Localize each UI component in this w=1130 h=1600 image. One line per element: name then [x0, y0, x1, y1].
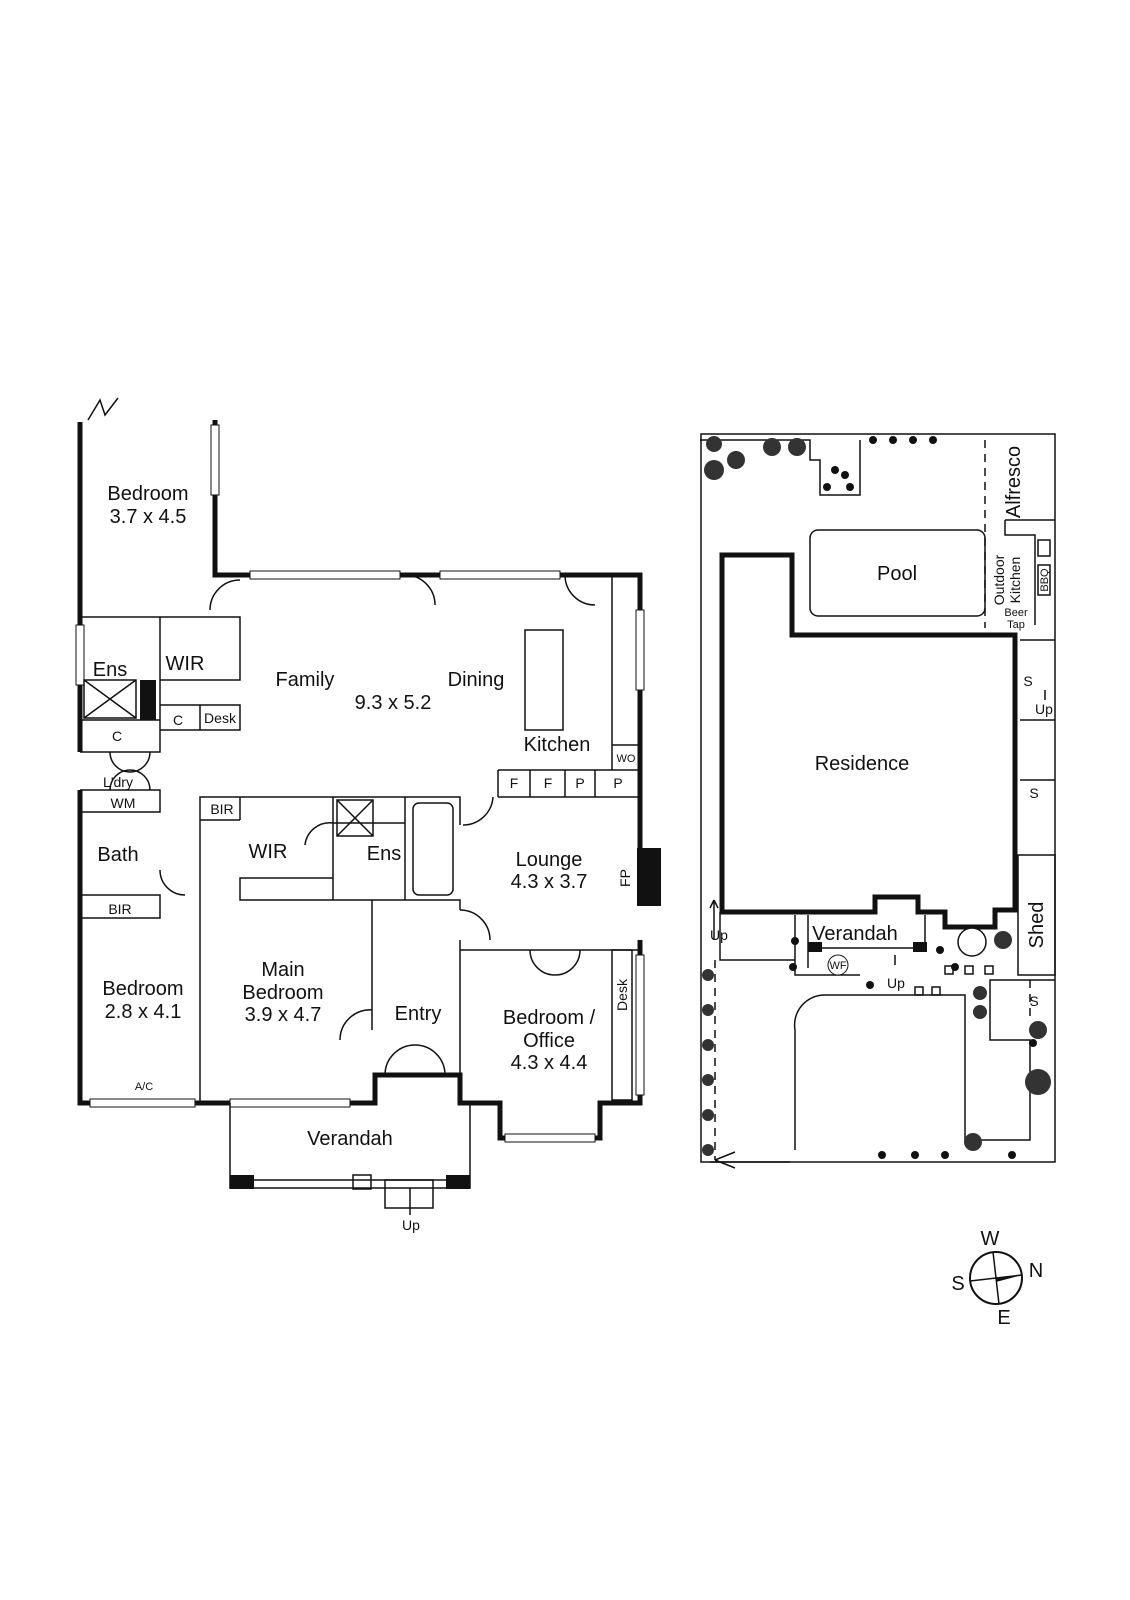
fireplace-label: FP — [617, 869, 633, 887]
room-name: Kitchen — [524, 734, 591, 756]
room-name: WIR — [166, 653, 205, 675]
room-name: L'dry — [103, 774, 133, 790]
alfresco-label: Alfresco — [1003, 446, 1025, 518]
house-floor-plan: Bedroom 3.7 x 4.5 Ens WIR C Desk C Famil… — [75, 397, 661, 1233]
room-dims: 4.3 x 3.7 — [511, 871, 588, 893]
closet-label: C — [173, 712, 183, 728]
pantry-label: P — [613, 775, 622, 791]
step-label: S — [1029, 993, 1038, 1009]
room-name: Entry — [395, 1003, 442, 1025]
fridge-label: F — [544, 775, 553, 791]
room-name: Dining — [448, 669, 505, 691]
compass-north: N — [1029, 1260, 1043, 1282]
outdoor-kitchen-label: Kitchen — [1007, 557, 1023, 604]
room-name: WIR — [249, 841, 288, 863]
room-name: Main — [261, 959, 304, 981]
room-dims: 3.9 x 4.7 — [245, 1004, 322, 1026]
washing-machine-label: WM — [111, 795, 136, 811]
compass: W N S E — [951, 1228, 1043, 1329]
closet-label: C — [112, 728, 122, 744]
wall-break-symbol — [87, 397, 119, 421]
room-name: Family — [276, 669, 335, 691]
room-name: Office — [523, 1030, 575, 1052]
wall — [212, 420, 643, 905]
fireplace — [637, 848, 661, 906]
room-dims: 9.3 x 5.2 — [355, 692, 432, 714]
wall — [77, 790, 643, 1141]
wall-oven-label: WO — [617, 753, 636, 765]
site-plan: Alfresco Pool Outdoor Kitchen BBQ Beer T… — [700, 433, 1056, 1169]
water-feature-label: WF — [829, 960, 846, 972]
room-name: Verandah — [307, 1128, 393, 1150]
bir-label: BIR — [210, 801, 233, 817]
room-name: Ens — [93, 659, 127, 681]
compass-east: E — [997, 1307, 1010, 1329]
pantry-label: P — [575, 775, 584, 791]
step-label: S — [1029, 785, 1038, 801]
beer-tap-label: Tap — [1007, 619, 1025, 631]
room-dims: 3.7 x 4.5 — [110, 506, 187, 528]
residence-label: Residence — [815, 753, 910, 775]
bbq-label: BBQ — [1039, 568, 1051, 592]
up-label: Up — [402, 1217, 420, 1233]
ac-label: A/C — [135, 1081, 153, 1093]
up-label: Up — [710, 927, 728, 943]
beer-tap-label: Beer — [1004, 607, 1028, 619]
bir-label: BIR — [108, 901, 131, 917]
desk-label: Desk — [614, 978, 630, 1011]
verandah-label: Verandah — [812, 923, 898, 945]
shed — [1017, 854, 1056, 976]
compass-south: S — [951, 1273, 964, 1295]
residence-outline — [719, 552, 1018, 930]
room-dims: 2.8 x 4.1 — [105, 1001, 182, 1023]
room-name: Bedroom — [107, 483, 188, 505]
room-name: Bedroom — [242, 982, 323, 1004]
pool-label: Pool — [877, 563, 917, 585]
step-label: S — [1023, 673, 1032, 689]
room-dims: 4.3 x 4.4 — [511, 1052, 588, 1074]
up-label: Up — [887, 975, 905, 991]
room-name: Bath — [97, 844, 138, 866]
fridge-label: F — [510, 775, 519, 791]
desk-label: Desk — [204, 710, 237, 726]
room-name: Bedroom — [102, 978, 183, 1000]
shed-label: Shed — [1026, 902, 1048, 949]
outdoor-kitchen-label: Outdoor — [991, 554, 1007, 605]
room-name: Bedroom / — [503, 1007, 596, 1029]
up-label: Up — [1035, 701, 1053, 717]
room-name: Ens — [367, 843, 401, 865]
compass-icon — [969, 1251, 1023, 1305]
room-name: Lounge — [516, 849, 583, 871]
compass-west: W — [981, 1228, 1000, 1250]
